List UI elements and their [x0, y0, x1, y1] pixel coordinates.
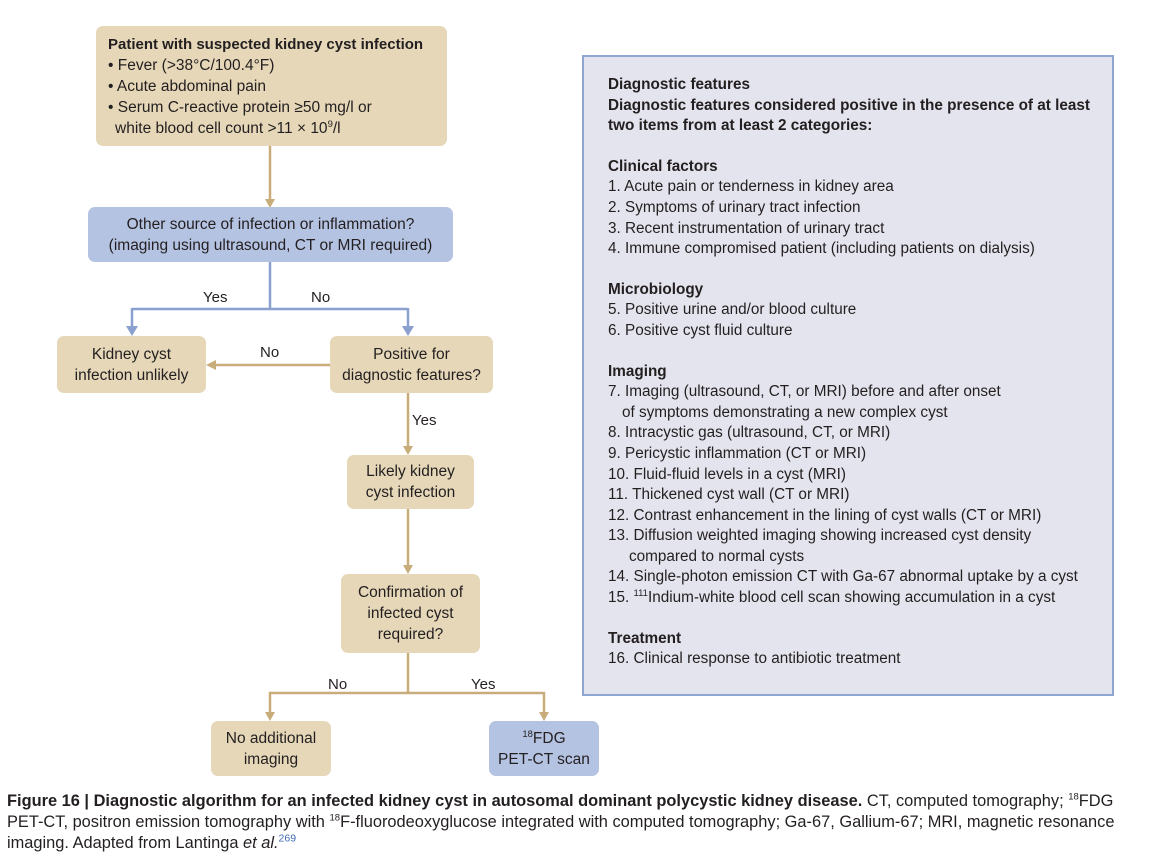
node-other-source-question: Other source of infection or inflammatio…	[88, 207, 453, 262]
list-item-continuation: of symptoms demonstrating a new complex …	[622, 403, 948, 421]
symptom-wbc-exponent: 9	[327, 118, 333, 130]
caption-sup-1: 18	[1068, 791, 1079, 803]
node-suspected-infection-title: Patient with suspected kidney cyst infec…	[108, 35, 424, 53]
panel-intro-line2: two items from at least 2 categories:	[608, 117, 873, 135]
caption-sup-2: 18	[329, 812, 341, 824]
list-item: 14. Single-photon emission CT with Ga-67…	[608, 568, 1078, 586]
list-item: 13. Diffusion weighted imaging showing i…	[608, 527, 1032, 545]
label-no-other-source: No	[311, 289, 331, 306]
node-confirm-line2: infected cyst	[367, 605, 454, 622]
caption-text-1: CT, computed tomography;	[862, 792, 1069, 810]
panel-intro-line1: Diagnostic features considered positive …	[608, 96, 1090, 114]
figure-caption: Figure 16 | Diagnostic algorithm for an …	[7, 791, 1152, 854]
node-no-imaging-line2: imaging	[243, 750, 299, 768]
connector-likely-to-confirm	[403, 509, 413, 574]
symptom-wbc: white blood cell count >11 × 109/l	[108, 118, 341, 139]
symptom-abdominal-pain: • Acute abdominal pain	[108, 77, 266, 95]
list-item: 1. Acute pain or tenderness in kidney ar…	[608, 178, 894, 196]
list-item: 9. Pericystic inflammation (CT or MRI)	[608, 444, 867, 462]
list-item-text: Indium-white blood cell scan showing acc…	[647, 589, 1056, 607]
node-other-source-line1: Other source of infection or inflammatio…	[126, 215, 415, 233]
node-other-source-line2: (imaging using ultrasound, CT or MRI req…	[108, 236, 433, 254]
node-fdg-line2: PET-CT scan	[498, 750, 590, 768]
caption-text-3: F-fluorodeoxyglucose integrated with com…	[7, 813, 1115, 852]
symptom-wbc-unit: /l	[332, 119, 341, 137]
list-item-continuation: compared to normal cysts	[629, 547, 805, 565]
node-likely-line1: Likely kidney	[366, 463, 455, 480]
list-item: 6. Positive cyst fluid culture	[608, 321, 793, 339]
connector-positive-to-likely	[403, 393, 413, 455]
indium-isotope: 111	[633, 587, 648, 599]
list-item: 8. Intracystic gas (ultrasound, CT, or M…	[608, 424, 891, 442]
connector-start-to-question	[265, 146, 275, 208]
section-imaging-title: Imaging	[608, 362, 667, 380]
node-fdg-isotope: 18	[522, 728, 533, 740]
list-item: 5. Positive urine and/or blood culture	[608, 301, 857, 319]
node-likely-line2: cyst infection	[365, 484, 456, 501]
node-fdg-label: FDG	[532, 729, 566, 747]
list-item: 16. Clinical response to antibiotic trea…	[608, 650, 901, 668]
node-infection-unlikely-line1: Kidney cyst	[91, 345, 172, 363]
caption-reference-link[interactable]: 269	[278, 832, 297, 845]
connector-confirm-branches	[265, 653, 549, 721]
symptom-wbc-text: white blood cell count >11 × 10	[115, 119, 328, 137]
caption-text-2: FDG PET-CT, positron emission tomography…	[7, 792, 1114, 831]
label-yes-other-source: Yes	[203, 289, 228, 306]
list-item: 7. Imaging (ultrasound, CT, or MRI) befo…	[608, 383, 1001, 401]
label-no-confirm: No	[328, 676, 348, 693]
label-yes-confirm: Yes	[471, 676, 496, 693]
node-infection-unlikely: Kidney cyst infection unlikely	[57, 336, 206, 393]
label-yes-positive: Yes	[412, 412, 437, 429]
caption-et-al: et al.	[243, 834, 279, 852]
node-confirm-line1: Confirmation of	[357, 584, 464, 601]
panel-heading: Diagnostic features	[608, 76, 750, 93]
list-item: 11. Thickened cyst wall (CT or MRI)	[608, 486, 850, 504]
diagnostic-features-panel: Diagnostic features Diagnostic features …	[582, 55, 1114, 696]
node-no-additional-imaging: No additional imaging	[211, 721, 331, 776]
connector-positive-to-unlikely	[206, 360, 330, 370]
node-confirmation-question: Confirmation of infected cyst required?	[341, 574, 480, 653]
section-clinical-title: Clinical factors	[608, 157, 718, 175]
section-microbiology-title: Microbiology	[608, 280, 704, 298]
node-suspected-infection: Patient with suspected kidney cyst infec…	[96, 26, 447, 146]
list-item-indium: 15. 111Indium-white blood cell scan show…	[608, 588, 1112, 609]
caption-title: Figure 16 | Diagnostic algorithm for an …	[7, 792, 863, 810]
node-likely-infection: Likely kidney cyst infection	[347, 455, 474, 509]
symptom-fever: • Fever (>38°C/100.4°F)	[108, 56, 275, 74]
node-fdg-line1: 18FDG	[522, 728, 565, 749]
node-positive-features-question: Positive for diagnostic features?	[330, 336, 493, 393]
symptom-crp: • Serum C-reactive protein ≥50 mg/l or	[108, 98, 372, 116]
node-positive-line2: diagnostic features?	[342, 366, 481, 384]
list-item: 2. Symptoms of urinary tract infection	[608, 198, 861, 216]
connector-question-branches	[126, 262, 414, 336]
node-infection-unlikely-line2: infection unlikely	[74, 366, 189, 384]
list-item: 4. Immune compromised patient (including…	[608, 240, 1035, 258]
node-positive-line1: Positive for	[373, 345, 450, 363]
node-no-imaging-line1: No additional	[225, 729, 317, 747]
node-fdg-pet-ct: 18FDG PET-CT scan	[489, 721, 599, 776]
list-item: 10. Fluid-fluid levels in a cyst (MRI)	[608, 465, 847, 483]
node-confirm-line3: required?	[377, 626, 444, 643]
list-item-number: 15.	[608, 589, 634, 607]
list-item: 3. Recent instrumentation of urinary tra…	[608, 219, 885, 237]
list-item: 12. Contrast enhancement in the lining o…	[608, 506, 1042, 524]
label-no-positive: No	[260, 344, 280, 361]
section-treatment-title: Treatment	[608, 629, 682, 647]
